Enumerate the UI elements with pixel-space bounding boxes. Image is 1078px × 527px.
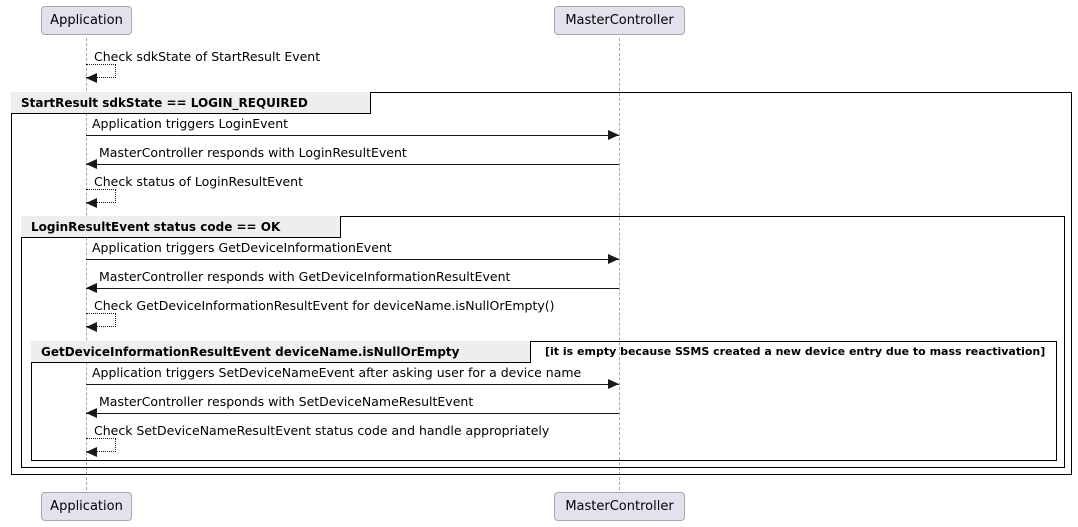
participant-mastercontroller-top-label: MasterController <box>565 13 674 28</box>
message-loginresultevent-line <box>86 164 619 165</box>
fragment-startresult-frame <box>11 92 1072 475</box>
fragment-devicename-frame <box>31 341 1057 461</box>
participant-application-top[interactable]: Application <box>41 6 132 35</box>
message-check-devicename-loop <box>86 313 116 327</box>
fragment-startresult-corner-icon <box>356 92 371 113</box>
message-getdeviceinformationresultevent-arrowhead <box>86 283 97 293</box>
message-check-devicename-arrowhead <box>86 322 97 332</box>
message-trigger-getdeviceinformationevent-arrowhead <box>608 254 619 264</box>
lifeline-application <box>86 38 87 490</box>
message-check-setdevicename-status-arrowhead <box>86 447 97 457</box>
message-check-setdevicename-status-loop <box>86 438 116 452</box>
message-check-loginresult-status-label: Check status of LoginResultEvent <box>94 174 303 189</box>
message-check-devicename-label: Check GetDeviceInformationResultEvent fo… <box>94 298 555 313</box>
message-check-loginresult-status-arrowhead <box>86 198 97 208</box>
fragment-loginresult-label-box: LoginResultEvent status code == OK <box>21 216 341 238</box>
fragment-devicename-label: GetDeviceInformationResultEvent deviceNa… <box>41 344 460 359</box>
message-trigger-loginevent-arrowhead <box>608 130 619 140</box>
message-check-sdkstate-arrowhead <box>86 73 97 83</box>
participant-mastercontroller-top[interactable]: MasterController <box>554 6 685 35</box>
fragment-devicename-guard: [it is empty because SSMS created a new … <box>545 345 1046 358</box>
message-trigger-setdevicenameevent-line <box>86 384 619 385</box>
fragment-devicename-corner-icon <box>516 341 531 362</box>
participant-mastercontroller-bottom[interactable]: MasterController <box>554 492 685 521</box>
message-getdeviceinformationresultevent-line <box>86 288 619 289</box>
fragment-devicename-label-box: GetDeviceInformationResultEvent deviceNa… <box>31 341 531 363</box>
message-trigger-loginevent-label: Application triggers LoginEvent <box>92 116 289 131</box>
message-loginresultevent-label: MasterController responds with LoginResu… <box>99 145 407 160</box>
lifeline-mastercontroller <box>619 38 620 490</box>
participant-application-bottom-label: Application <box>50 499 123 514</box>
participant-application-top-label: Application <box>50 13 123 28</box>
fragment-loginresult-label: LoginResultEvent status code == OK <box>31 219 281 234</box>
fragment-startresult-label-box: StartResult sdkState == LOGIN_REQUIRED <box>11 92 371 114</box>
message-loginresultevent-arrowhead <box>86 159 97 169</box>
message-check-sdkstate-loop <box>86 64 116 78</box>
message-trigger-getdeviceinformationevent-line <box>86 259 619 260</box>
message-check-loginresult-status-loop <box>86 189 116 203</box>
message-check-sdkstate-label: Check sdkState of StartResult Event <box>94 49 321 64</box>
fragment-loginresult-frame <box>21 216 1065 468</box>
message-trigger-getdeviceinformationevent-label: Application triggers GetDeviceInformatio… <box>92 240 392 255</box>
message-getdeviceinformationresultevent-label: MasterController responds with GetDevice… <box>99 269 511 284</box>
message-setdevicenameresultevent-label: MasterController responds with SetDevice… <box>99 394 474 409</box>
message-setdevicenameresultevent-arrowhead <box>86 408 97 418</box>
participant-application-bottom[interactable]: Application <box>41 492 132 521</box>
fragment-loginresult-corner-icon <box>326 216 341 237</box>
message-trigger-loginevent-line <box>86 135 619 136</box>
message-check-setdevicename-status-label: Check SetDeviceNameResultEvent status co… <box>94 423 550 438</box>
message-trigger-setdevicenameevent-label: Application triggers SetDeviceNameEvent … <box>92 365 582 380</box>
participant-mastercontroller-bottom-label: MasterController <box>565 499 674 514</box>
fragment-startresult-label: StartResult sdkState == LOGIN_REQUIRED <box>21 95 308 110</box>
message-setdevicenameresultevent-line <box>86 413 619 414</box>
message-trigger-setdevicenameevent-arrowhead <box>608 379 619 389</box>
